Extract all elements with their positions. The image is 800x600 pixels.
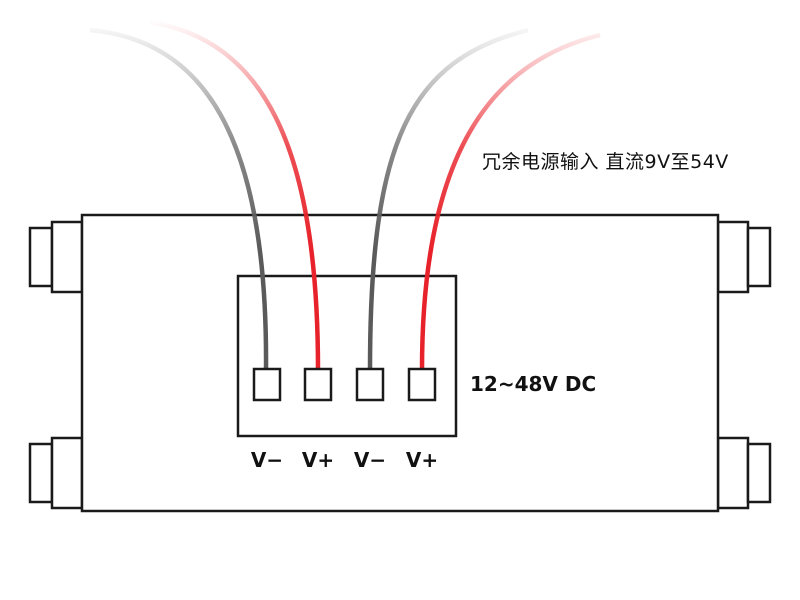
negative-wire-1 <box>89 27 269 371</box>
terminal-block <box>236 274 458 438</box>
redundant-power-input-label: 冗余电源输入 直流9V至54V <box>482 151 729 173</box>
terminal-label-4: V+ <box>405 448 439 472</box>
positive-wire-2 <box>419 32 601 371</box>
voltage-range-label: 12~48V DC <box>470 372 597 396</box>
terminal-label-1: V− <box>250 448 284 472</box>
terminal-4 <box>407 367 437 402</box>
terminal-3 <box>355 367 385 402</box>
right-bottom-mount <box>716 436 772 510</box>
right-top-mount <box>716 220 772 294</box>
terminal-2 <box>303 367 333 402</box>
negative-wire-2 <box>367 27 529 371</box>
terminal-label-3: V− <box>353 448 387 472</box>
positive-wire-1 <box>149 19 321 371</box>
terminal-1 <box>252 367 282 402</box>
left-top-mount <box>28 220 84 294</box>
left-bottom-mount <box>28 436 84 510</box>
terminal-label-2: V+ <box>301 448 335 472</box>
